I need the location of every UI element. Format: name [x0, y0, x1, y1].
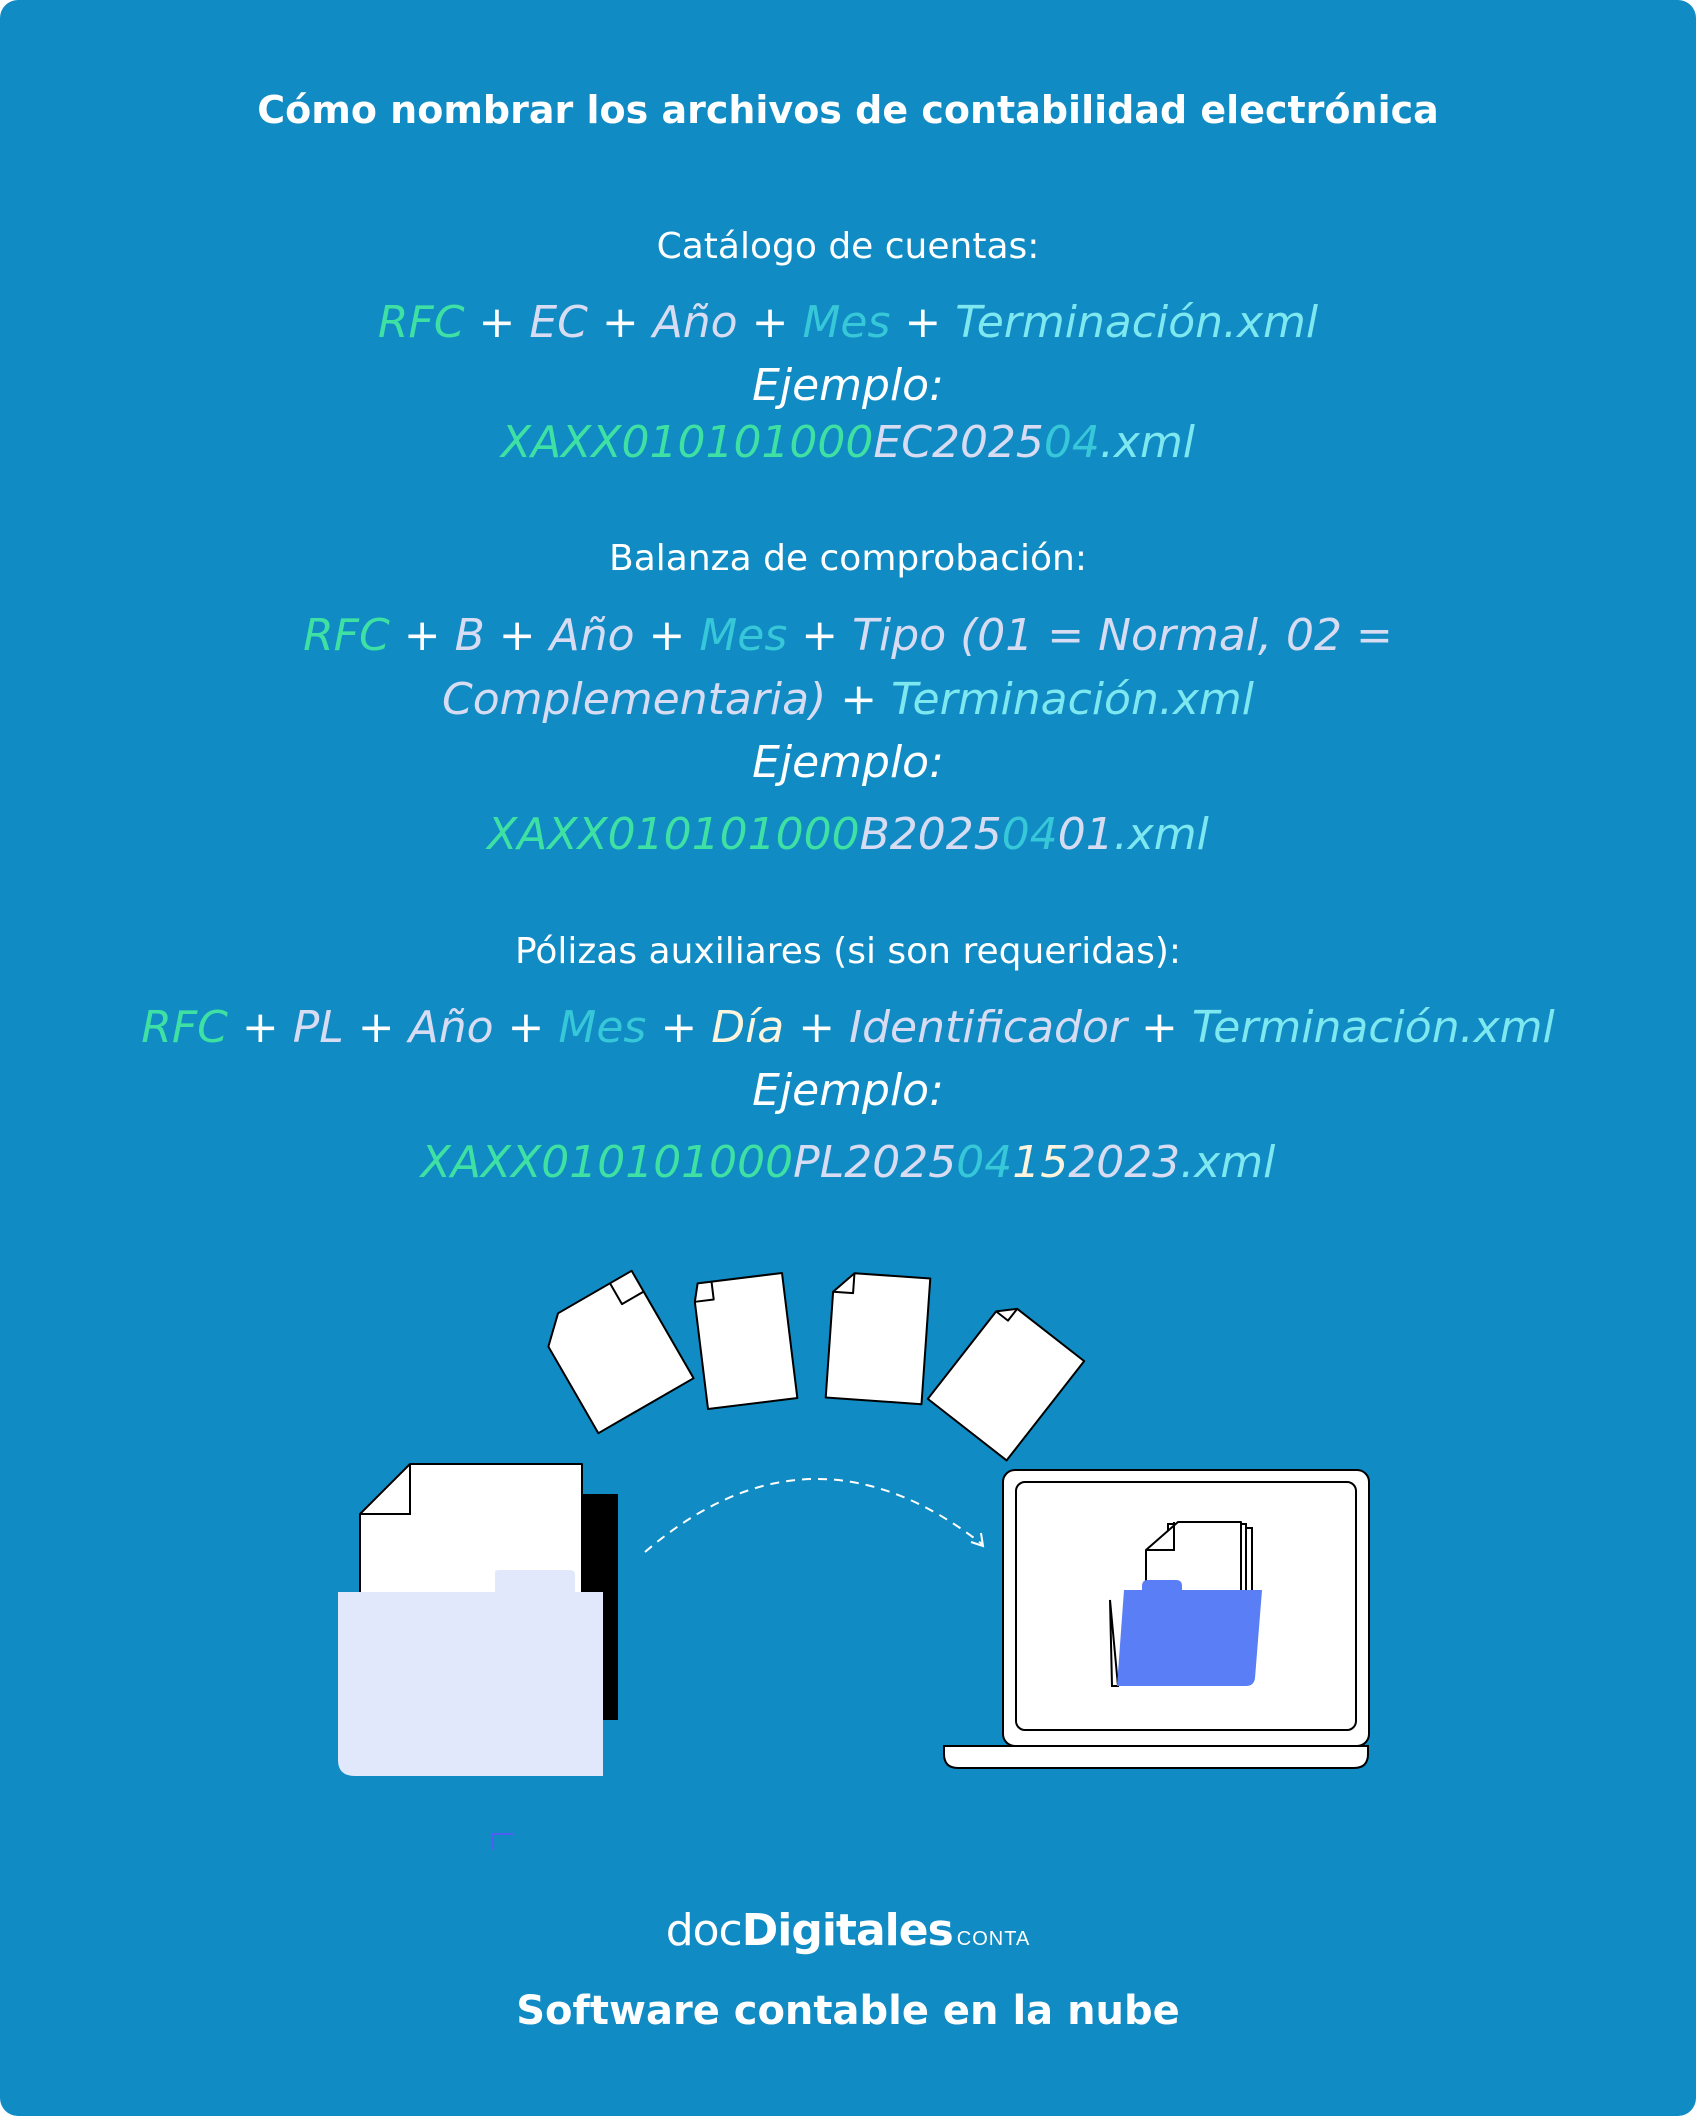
formula-plus: +	[464, 297, 530, 348]
formula-plus: +	[1126, 1002, 1192, 1053]
formula-terminacion: Terminación.xml	[891, 674, 1254, 725]
example-code-year: B2025	[859, 809, 1002, 860]
formula-plus: +	[890, 297, 956, 348]
example-rfc: XAXX010101000	[487, 809, 860, 860]
formula-plus: +	[587, 297, 653, 348]
document-icon	[824, 1272, 932, 1406]
example-balanza: XAXX010101000B20250401.xml	[0, 803, 1696, 867]
example-tipo: 01	[1057, 809, 1114, 860]
example-ext: .xml	[1113, 809, 1209, 860]
document-icon	[693, 1271, 799, 1411]
example-mes: 04	[956, 1137, 1013, 1188]
page-title: Cómo nombrar los archivos de contabilida…	[257, 88, 1439, 132]
tagline: Software contable en la nube	[516, 1988, 1180, 2034]
formula-anio: Año	[549, 610, 635, 661]
corner-mark	[492, 1833, 513, 1850]
brand-doc: doc	[665, 1905, 743, 1956]
example-identificador: 2023	[1068, 1137, 1181, 1188]
example-code-year: EC2025	[873, 417, 1044, 468]
formula-code: EC	[529, 297, 588, 348]
section-heading-balanza: Balanza de comprobación:	[609, 538, 1087, 579]
example-dia: 15	[1012, 1137, 1069, 1188]
formula-rfc: RFC	[377, 297, 465, 348]
formula-plus: +	[343, 1002, 409, 1053]
formula-terminacion: Terminación.xml	[1191, 1002, 1555, 1053]
ejemplo-label: Ejemplo:	[752, 360, 944, 411]
formula-catalogo: RFC + EC + Año + Mes + Terminación.xml	[170, 291, 1526, 355]
formula-terminacion: Terminación.xml	[955, 297, 1319, 348]
example-polizas: XAXX010101000PL202504152023.xml	[0, 1131, 1696, 1195]
transfer-arrow-icon	[644, 1477, 985, 1553]
formula-mes: Mes	[558, 1002, 647, 1053]
laptop-icon	[943, 1469, 1370, 1769]
example-ext: .xml	[1180, 1137, 1276, 1188]
formula-plus: +	[484, 610, 550, 661]
formula-tipo: Tipo (01 = Normal, 02 = Complementaria)	[442, 610, 1393, 725]
formula-polizas: RFC + PL + Año + Mes + Día + Identificad…	[110, 996, 1586, 1060]
example-rfc: XAXX010101000	[500, 417, 874, 468]
formula-code: B	[454, 610, 485, 661]
formula-plus: +	[634, 610, 700, 661]
formula-rfc: RFC	[303, 610, 390, 661]
document-icon	[547, 1269, 695, 1435]
file-transfer-illustration	[338, 1269, 1370, 1850]
formula-code: PL	[292, 1002, 344, 1053]
folder-icon	[1109, 1521, 1262, 1687]
section-heading-polizas: Pólizas auxiliares (si son requeridas):	[514, 931, 1182, 972]
example-mes: 04	[1043, 417, 1100, 468]
formula-plus: +	[389, 610, 455, 661]
formula-mes: Mes	[699, 610, 788, 661]
document-icon	[926, 1307, 1086, 1462]
section-heading-catalogo: Catálogo de cuentas:	[656, 226, 1040, 267]
formula-plus: +	[493, 1002, 559, 1053]
brand-digitales: Digitales	[741, 1905, 954, 1956]
formula-plus: +	[787, 610, 853, 661]
example-rfc: XAXX010101000	[420, 1137, 794, 1188]
example-mes: 04	[1001, 809, 1058, 860]
example-code-year: PL2025	[793, 1137, 957, 1188]
formula-plus: +	[826, 674, 892, 725]
formula-dia: Día	[711, 1002, 785, 1053]
example-ext: .xml	[1099, 417, 1196, 468]
ejemplo-label: Ejemplo:	[752, 737, 944, 788]
formula-anio: Año	[408, 1002, 494, 1053]
formula-plus: +	[646, 1002, 712, 1053]
formula-balanza: RFC + B + Año + Mes + Tipo (01 = Normal,…	[170, 604, 1526, 732]
ejemplo-label: Ejemplo:	[752, 1065, 944, 1116]
formula-plus: +	[737, 297, 803, 348]
formula-anio: Año	[652, 297, 738, 348]
formula-rfc: RFC	[141, 1002, 228, 1053]
formula-plus: +	[784, 1002, 850, 1053]
brand-conta: CONTA	[956, 1928, 1031, 1950]
example-catalogo: XAXX010101000EC202504.xml	[0, 411, 1696, 475]
formula-mes: Mes	[802, 297, 891, 348]
formula-identificador: Identificador	[849, 1002, 1127, 1053]
formula-plus: +	[227, 1002, 293, 1053]
folder-icon	[338, 1463, 618, 1776]
